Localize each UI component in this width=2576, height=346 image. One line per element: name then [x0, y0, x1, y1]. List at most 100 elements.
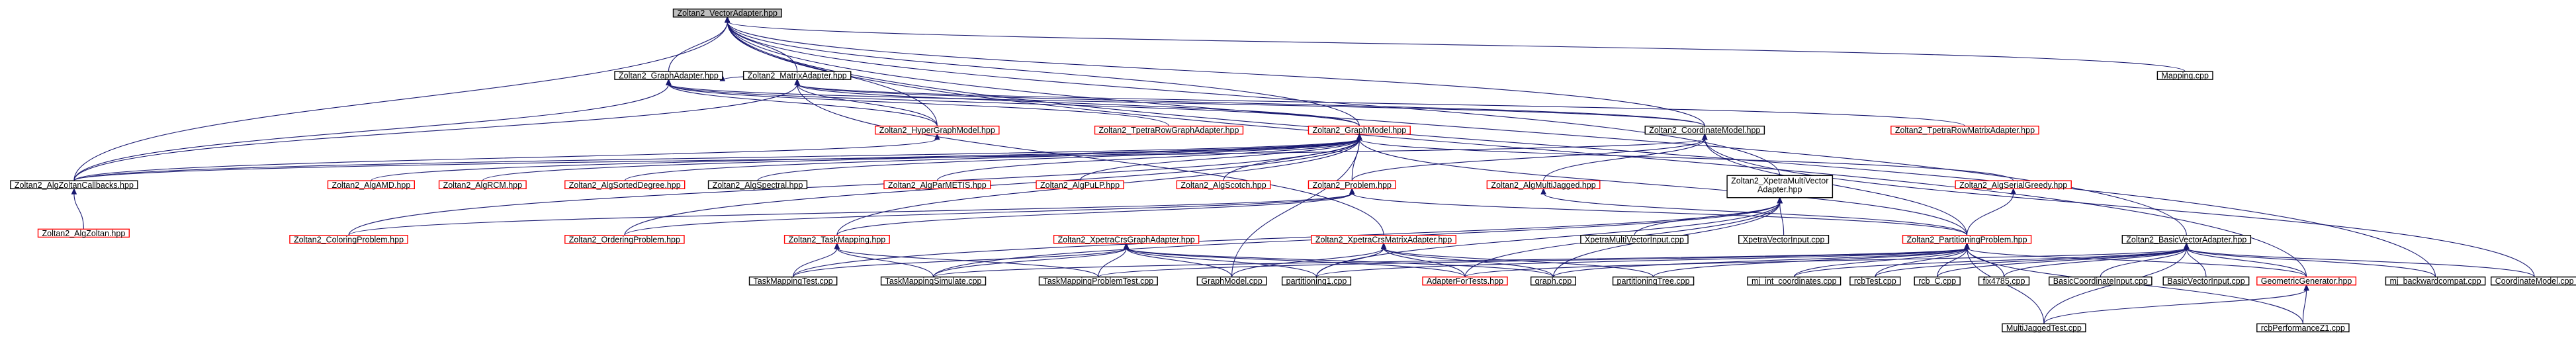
edge-arrowhead — [2010, 188, 2016, 195]
node-coordmodel[interactable]: Zoltan2_CoordinateModel.hpp — [1644, 125, 1765, 135]
edge-arrowhead — [666, 78, 672, 85]
node-partitioning[interactable]: Zoltan2_PartitioningProblem.hpp — [1902, 235, 2032, 244]
node-xpetracrsmatrix[interactable]: Zoltan2_XpetraCrsMatrixAdapter.hpp — [1311, 235, 1456, 244]
node-label: Adapter.hpp — [1757, 185, 1802, 194]
node-box — [614, 71, 723, 80]
node-basicvector[interactable]: Zoltan2_BasicVectorAdapter.hpp — [2121, 235, 2252, 244]
edge-line — [2186, 247, 2436, 277]
edge-tpetrarowgraph-to-graphadapter — [666, 78, 1170, 126]
node-box — [37, 228, 130, 238]
node-box — [1053, 235, 1200, 244]
node-label: XpetraMultiVectorInput.cpp — [1585, 235, 1684, 244]
node-rcbc[interactable]: rcb_C.cpp — [1914, 276, 1961, 286]
edge-line — [797, 83, 1360, 127]
edge-line — [1779, 202, 1785, 236]
node-tmtest[interactable]: TaskMappingTest.cpp — [748, 276, 838, 286]
node-rcbperf[interactable]: rcbPerformanceZ1.cpp — [2256, 323, 2350, 333]
node-geomgen[interactable]: GeometricGenerator.hpp — [2256, 276, 2357, 286]
node-label: Zoltan2_XpetraMultiVector — [1731, 176, 1828, 185]
edge-coloring-to-problem — [348, 188, 1355, 236]
edge-arrowhead — [934, 133, 940, 140]
node-mapping[interactable]: Mapping.cpp — [2156, 71, 2213, 81]
node-ordering[interactable]: Zoltan2_OrderingProblem.hpp — [564, 235, 685, 244]
node-parttree[interactable]: partitioningTree.cpp — [1612, 276, 1695, 286]
node-tpetrarowmatrix[interactable]: Zoltan2_TpetraRowMatrixAdapter.hpp — [1890, 125, 2039, 135]
node-rcbtest[interactable]: rcbTest.cpp — [1849, 276, 1901, 286]
node-algpulp[interactable]: Zoltan2_AlgPuLP.hpp — [1036, 180, 1124, 190]
node-label: Zoltan2_AlgSortedDegree.hpp — [569, 181, 681, 190]
node-graphmodel[interactable]: Zoltan2_GraphModel.hpp — [1308, 125, 1411, 135]
node-box — [289, 235, 408, 244]
edge-hypergraph-to-matrixadapter — [794, 78, 938, 126]
edge-line — [932, 247, 1127, 277]
edge-line — [1793, 247, 2187, 278]
node-tmptest[interactable]: TaskMappingProblemTest.cpp — [1038, 276, 1158, 286]
node-mjint[interactable]: mj_int_coordinates.cpp — [1747, 276, 1842, 286]
node-box — [1036, 180, 1124, 190]
edge-parttree-to-partitioning — [1653, 242, 1970, 278]
node-taskmapping[interactable]: Zoltan2_TaskMapping.hpp — [783, 235, 890, 244]
node-basicvectorinput[interactable]: BasicVectorInput.cpp — [2162, 276, 2250, 286]
node-label: partitioning1.cpp — [1286, 277, 1347, 286]
edge-line — [793, 247, 1127, 278]
node-algparmetis[interactable]: Zoltan2_AlgParMETIS.hpp — [883, 180, 991, 190]
node-algrcm[interactable]: Zoltan2_AlgRCM.hpp — [438, 180, 527, 190]
node-algserialgreedy[interactable]: Zoltan2_AlgSerialGreedy.hpp — [1955, 180, 2072, 190]
node-basiccoordinput[interactable]: BasicCoordinateInput.cpp — [2049, 276, 2153, 286]
edge-line — [73, 138, 938, 181]
node-coloring[interactable]: Zoltan2_ColoringProblem.hpp — [289, 235, 408, 244]
node-box — [2002, 323, 2086, 333]
node-box — [2256, 276, 2357, 286]
node-box — [1902, 235, 2032, 244]
node-label: Zoltan2_VectorAdapter.hpp — [677, 9, 777, 18]
node-mjback[interactable]: mj_backwardcompat.cpp — [2385, 276, 2486, 286]
edge-line — [73, 138, 1360, 181]
edge-line — [73, 138, 1705, 181]
node-graphadapter[interactable]: Zoltan2_GraphAdapter.hpp — [614, 71, 723, 81]
node-label: Zoltan2_HyperGraphModel.hpp — [879, 126, 995, 135]
node-label: Zoltan2_AlgZoltan.hpp — [42, 229, 126, 238]
edge-line — [1704, 138, 2535, 277]
node-algspectral[interactable]: Zoltan2_AlgSpectral.hpp — [707, 180, 808, 190]
edge-line — [2003, 247, 2187, 277]
node-adapterfortests[interactable]: AdapterForTests.hpp — [1422, 276, 1508, 286]
node-vector[interactable]: Zoltan2_VectorAdapter.hpp — [672, 8, 782, 18]
edge-line — [2302, 289, 2307, 324]
nodes-layer: Zoltan2_VectorAdapter.hppZoltan2_GraphAd… — [10, 8, 2576, 333]
node-graphcpp[interactable]: graph.cpp — [1530, 276, 1576, 286]
node-fix4785[interactable]: fix4785.cpp — [1978, 276, 2030, 286]
node-algsorted[interactable]: Zoltan2_AlgSortedDegree.hpp — [564, 180, 686, 190]
node-matrixadapter[interactable]: Zoltan2_MatrixAdapter.hpp — [742, 71, 852, 81]
node-problem[interactable]: Zoltan2_Problem.hpp — [1308, 180, 1396, 190]
node-graphmodelcpp[interactable]: GraphModel.cpp — [1196, 276, 1267, 286]
node-label: Zoltan2_AlgZoltanCallbacks.hpp — [15, 181, 134, 190]
node-algmj[interactable]: Zoltan2_AlgMultiJagged.hpp — [1486, 180, 1601, 190]
node-label: Zoltan2_AlgSerialGreedy.hpp — [1959, 181, 2067, 190]
edge-algzoltan-to-algzoltancb — [71, 188, 84, 230]
node-label: graph.cpp — [1535, 277, 1572, 286]
node-part1[interactable]: partitioning1.cpp — [1281, 276, 1352, 286]
edge-graphmodel-to-graphadapter — [666, 78, 1360, 127]
edge-line — [757, 138, 1360, 181]
node-algamd[interactable]: Zoltan2_AlgAMD.hpp — [327, 180, 416, 190]
node-tmsim[interactable]: TaskMappingSimulate.cpp — [880, 276, 987, 286]
node-box — [1038, 276, 1158, 286]
node-tpetrarowgraph[interactable]: Zoltan2_TpetraRowGraphAdapter.hpp — [1094, 125, 1244, 135]
node-algzoltan[interactable]: Zoltan2_AlgZoltan.hpp — [37, 228, 130, 238]
node-box — [1094, 125, 1244, 135]
edge-tmsim-to-partitioning — [932, 242, 1970, 278]
node-algzoltancb[interactable]: Zoltan2_AlgZoltanCallbacks.hpp — [10, 180, 138, 190]
edge-arrowhead — [1964, 242, 1970, 249]
node-xpetramvinput[interactable]: XpetraMultiVectorInput.cpp — [1580, 235, 1689, 244]
node-label: BasicCoordinateInput.cpp — [2053, 277, 2148, 286]
node-mjtest[interactable]: MultiJaggedTest.cpp — [2002, 323, 2086, 333]
node-box — [1738, 235, 1830, 244]
node-xpetravinput[interactable]: XpetraVectorInput.cpp — [1738, 235, 1830, 244]
edge-line — [727, 21, 1705, 126]
node-xpetracrsgraph[interactable]: Zoltan2_XpetraCrsGraphAdapter.hpp — [1053, 235, 1200, 244]
node-coordmodelcpp[interactable]: CoordinateModel.cpp — [2491, 276, 2576, 286]
node-algscotch[interactable]: Zoltan2_AlgScotch.hpp — [1176, 180, 1271, 190]
node-hypergraph[interactable]: Zoltan2_HyperGraphModel.hpp — [875, 125, 1000, 135]
node-box — [2121, 235, 2252, 244]
